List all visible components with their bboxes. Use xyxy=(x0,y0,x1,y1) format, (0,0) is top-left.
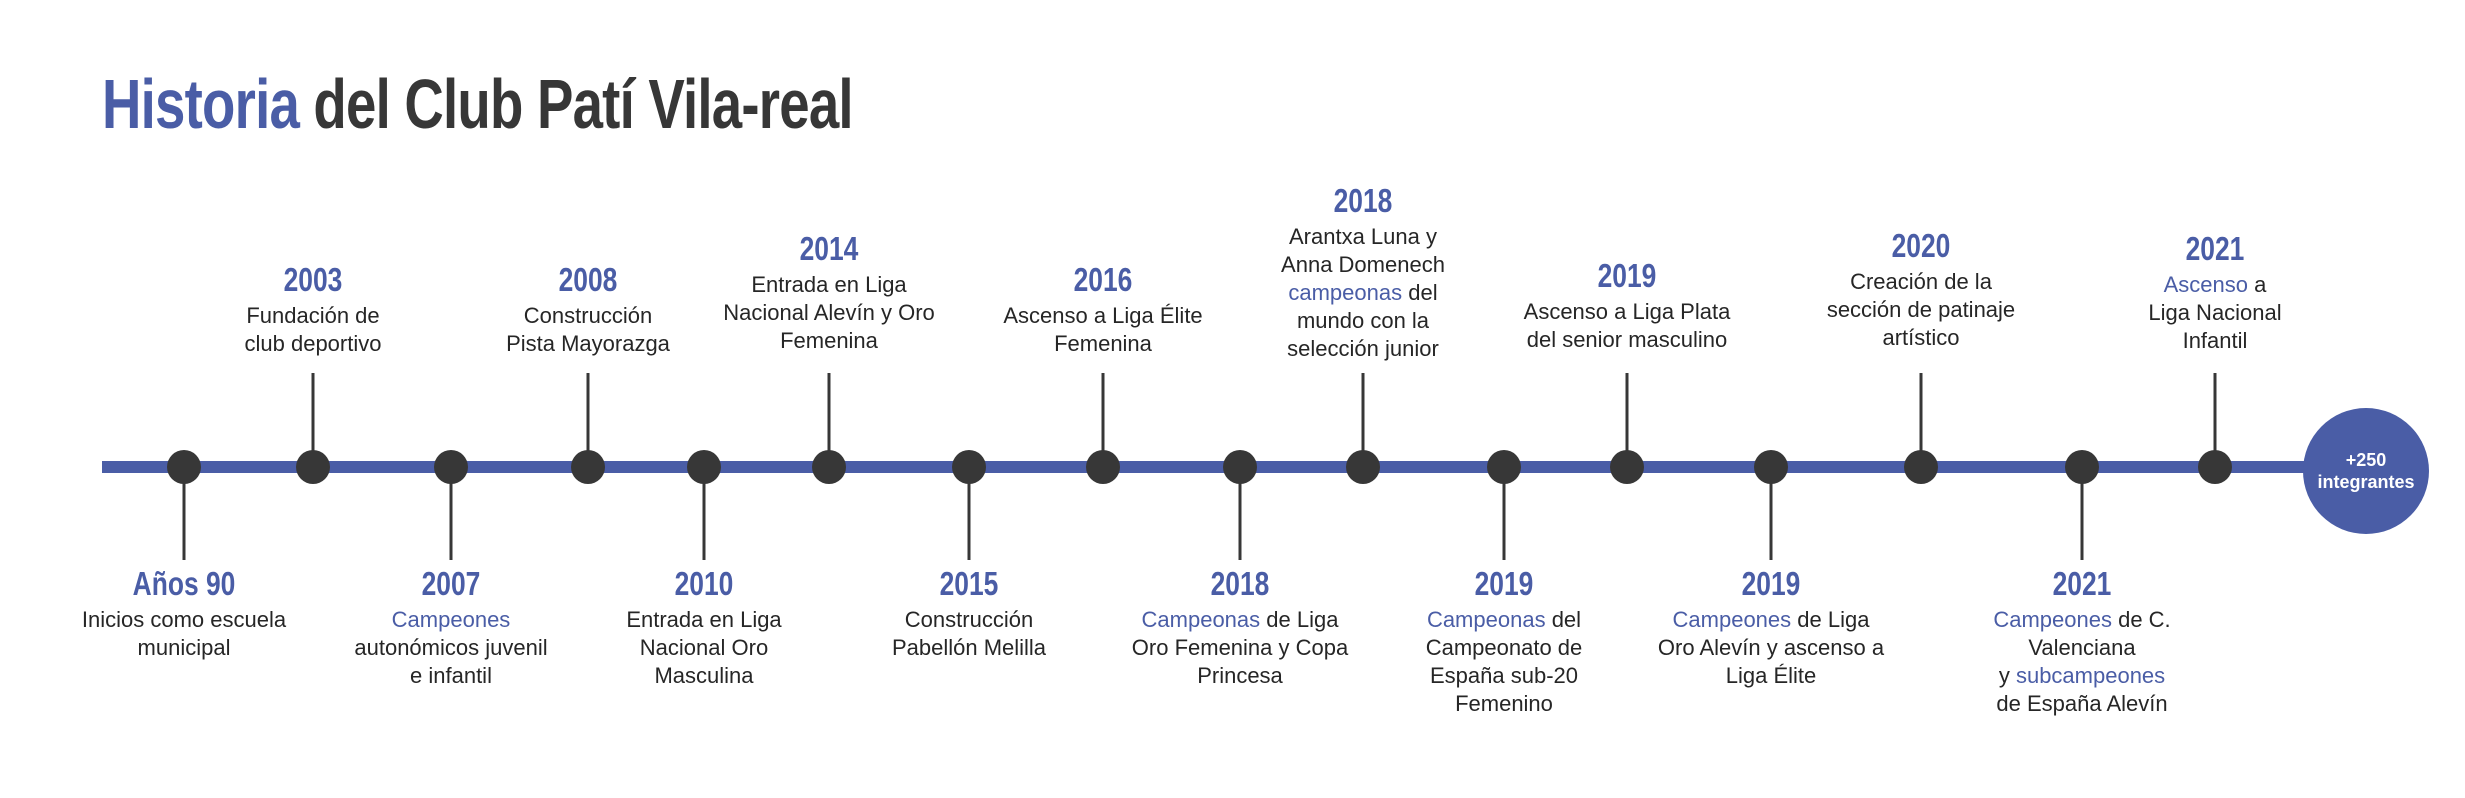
event-description: Campeonas del Campeonato de España sub-2… xyxy=(1364,606,1644,718)
event-text: del mundo con la selección junior xyxy=(1287,280,1439,361)
event-highlight: subcampeones xyxy=(2015,663,2166,688)
event-text: Arantxa Luna y Anna Domenech xyxy=(1281,224,1445,277)
timeline-connector xyxy=(827,373,831,468)
page-title: Historia del Club Patí Vila-real xyxy=(102,64,854,144)
event-description: Ascenso a Liga Élite Femenina xyxy=(963,302,1243,358)
event-description: Campeones de Liga Oro Alevín y ascenso a… xyxy=(1631,606,1911,690)
event-highlight: Campeones xyxy=(1993,607,2112,632)
event-description: Entrada en Liga Nacional Alevín y Oro Fe… xyxy=(689,271,969,355)
event-text: de Liga Oro Femenina y Copa Princesa xyxy=(1131,607,1349,688)
timeline-connector xyxy=(1361,373,1365,468)
event-highlight: Campeones xyxy=(391,607,511,632)
timeline-connector xyxy=(182,467,186,560)
timeline-connector xyxy=(449,467,453,560)
event-year: 2021 xyxy=(2185,230,2245,267)
event-description: Ascenso a Liga Nacional Infantil xyxy=(2075,271,2355,355)
event-year: 2018 xyxy=(1333,182,1393,219)
event-description: Fundación de club deportivo xyxy=(173,302,453,358)
event-text: Creación de la sección de patinaje artís… xyxy=(1826,269,2016,350)
event-text: Inicios como escuela municipal xyxy=(81,607,287,660)
event-year: 2019 xyxy=(1597,257,1657,294)
event-year: 2003 xyxy=(283,261,343,298)
event-highlight: Campeonas xyxy=(1141,607,1261,632)
event-description: Campeones de C. Valenciana y subcampeone… xyxy=(1942,606,2222,718)
event-description: Inicios como escuela municipal xyxy=(44,606,324,662)
event-year: 2019 xyxy=(1474,565,1534,602)
event-text: Fundación de club deportivo xyxy=(244,303,382,356)
event-highlight: Campeonas xyxy=(1426,607,1546,632)
event-description: Construcción Pabellón Melilla xyxy=(829,606,1109,662)
event-year: 2015 xyxy=(939,565,999,602)
event-description: Campeones autonómicos juvenil e infantil xyxy=(311,606,591,690)
members-badge: +250 integrantes xyxy=(2303,408,2429,534)
timeline-connector xyxy=(967,467,971,560)
event-text: Construcción Pista Mayorazga xyxy=(506,303,670,356)
event-year: Años 90 xyxy=(132,565,236,602)
event-text: Ascenso a Liga Plata del senior masculin… xyxy=(1523,299,1731,352)
event-text: autonómicos juvenil e infantil xyxy=(354,635,548,688)
event-text: de C. Valenciana y xyxy=(1998,607,2171,688)
event-description: Creación de la sección de patinaje artís… xyxy=(1781,268,2061,352)
timeline-connector xyxy=(2213,373,2217,468)
event-year: 2007 xyxy=(421,565,481,602)
event-text: Ascenso a Liga Élite Femenina xyxy=(1003,303,1203,356)
event-highlight: Campeones xyxy=(1672,607,1792,632)
timeline-connector xyxy=(2080,467,2084,560)
event-year: 2021 xyxy=(2052,565,2112,602)
timeline-connector xyxy=(1625,373,1629,468)
event-text: de Liga Oro Alevín y ascenso a Liga Élit… xyxy=(1657,607,1885,688)
title-rest: del Club Patí Vila-real xyxy=(299,65,853,143)
event-year: 2019 xyxy=(1741,565,1801,602)
timeline-connector xyxy=(1101,373,1105,468)
event-highlight: Ascenso xyxy=(2163,272,2249,297)
timeline-connector xyxy=(702,467,706,560)
event-description: Arantxa Luna y Anna Domenech campeonas d… xyxy=(1223,223,1503,363)
event-description: Entrada en Liga Nacional Oro Masculina xyxy=(564,606,844,690)
event-description: Construcción Pista Mayorazga xyxy=(448,302,728,358)
timeline-connector xyxy=(311,373,315,468)
timeline-connector xyxy=(1919,373,1923,468)
event-text: Entrada en Liga Nacional Alevín y Oro Fe… xyxy=(723,272,935,353)
event-year: 2016 xyxy=(1073,261,1133,298)
event-description: Campeonas de Liga Oro Femenina y Copa Pr… xyxy=(1100,606,1380,690)
event-text: de España Alevín xyxy=(1996,691,2168,716)
event-year: 2008 xyxy=(558,261,618,298)
title-highlight: Historia xyxy=(102,65,300,143)
timeline-connector xyxy=(1238,467,1242,560)
event-text: del Campeonato de España sub-20 Femenino xyxy=(1425,607,1583,716)
event-text: Entrada en Liga Nacional Oro Masculina xyxy=(626,607,782,688)
event-description: Ascenso a Liga Plata del senior masculin… xyxy=(1487,298,1767,354)
event-year: 2010 xyxy=(674,565,734,602)
event-text: a Liga Nacional Infantil xyxy=(2148,272,2282,353)
event-year: 2014 xyxy=(799,230,859,267)
timeline-connector xyxy=(1502,467,1506,560)
timeline-connector xyxy=(586,373,590,468)
timeline-event: Años 90 Inicios como escuela municipal xyxy=(44,566,324,662)
event-highlight: campeonas xyxy=(1288,280,1403,305)
event-text: Construcción Pabellón Melilla xyxy=(891,607,1047,660)
timeline-connector xyxy=(1769,467,1773,560)
event-year: 2020 xyxy=(1891,227,1951,264)
event-year: 2018 xyxy=(1210,565,1270,602)
